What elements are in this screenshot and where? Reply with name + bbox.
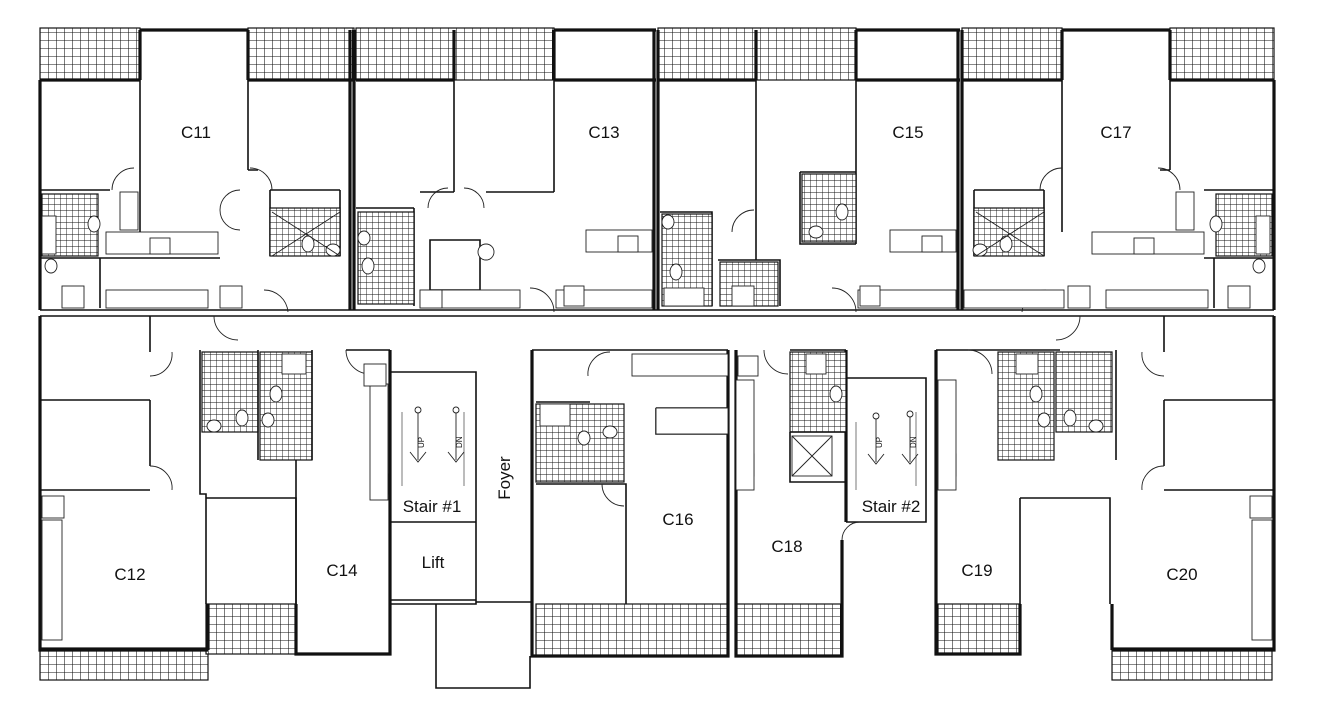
unit-label-c17: C17 (1100, 123, 1131, 142)
unit-label-c11: C11 (181, 123, 211, 142)
stair-1-up-mark: UP (417, 437, 426, 448)
stair-2-dn-mark: DN (909, 436, 918, 448)
balconies-bottom (39, 603, 1273, 681)
stair-1-label: Stair #1 (403, 497, 462, 516)
stair-2-steps (855, 410, 919, 490)
unit-label-c14: C14 (326, 561, 357, 580)
common-labels: Stair #1 Stair #2 Lift Foyer UP DN UP DN (403, 436, 921, 572)
unit-labels: C11 C13 C15 C17 C12 C14 C16 C18 C19 C20 (114, 123, 1197, 584)
stair-1-dn-mark: DN (455, 436, 464, 448)
fixtures (41, 191, 1273, 641)
lift-label: Lift (422, 553, 445, 572)
unit-label-c20: C20 (1166, 565, 1197, 584)
unit-label-c16: C16 (662, 510, 693, 529)
unit-label-c18: C18 (771, 537, 802, 556)
foyer-label: Foyer (495, 456, 514, 500)
exterior-walls (38, 28, 1276, 658)
stair-2-label: Stair #2 (862, 497, 921, 516)
unit-label-c13: C13 (588, 123, 619, 142)
unit-label-c19: C19 (961, 561, 992, 580)
stair-1-steps (401, 406, 465, 486)
stair-2-up-mark: UP (875, 437, 884, 448)
unit-label-c12: C12 (114, 565, 145, 584)
unit-label-c15: C15 (892, 123, 923, 142)
